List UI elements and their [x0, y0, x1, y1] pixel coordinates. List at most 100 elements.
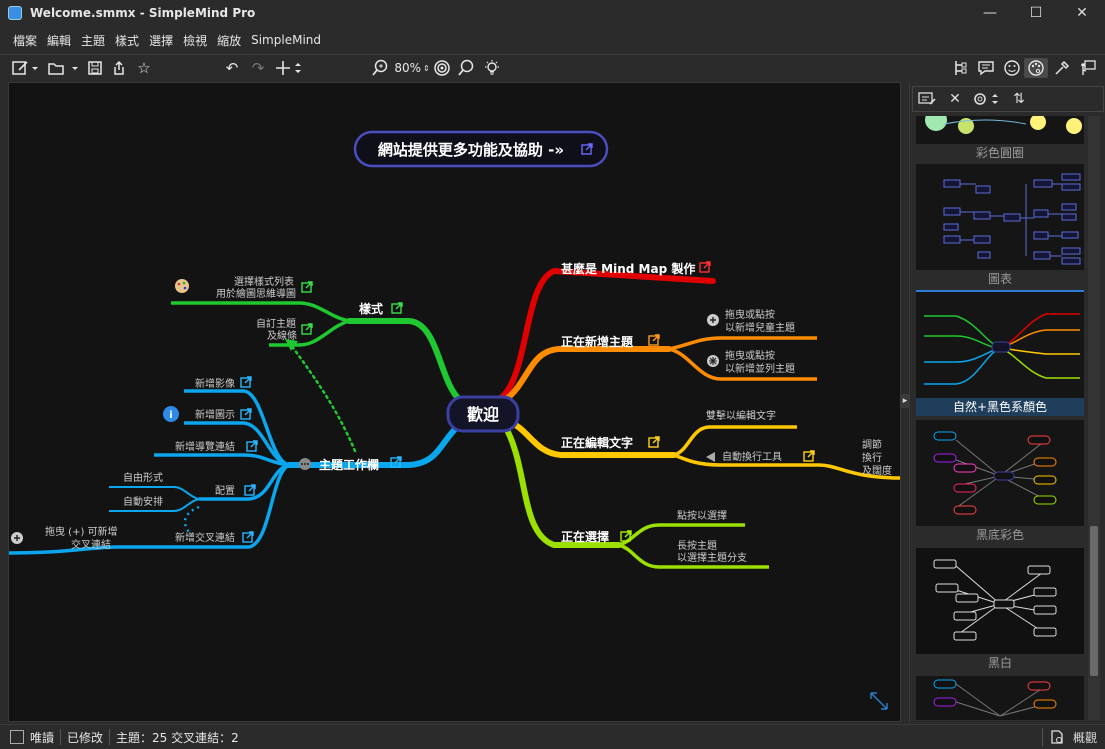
styles-scrollbar-thumb[interactable]: [1090, 526, 1098, 676]
add-crosslink-link-icon[interactable]: [242, 531, 254, 543]
star-icon[interactable]: ☆: [137, 59, 151, 77]
adjust-line2: 換行: [862, 451, 882, 464]
outline-icon[interactable]: [948, 58, 972, 78]
styles-scrollbar[interactable]: [1088, 116, 1100, 720]
note-add-icon[interactable]: 新增圖示: [195, 408, 235, 421]
share-icon[interactable]: [110, 58, 128, 78]
zoom-icon[interactable]: [370, 58, 390, 78]
note-freeform[interactable]: 自由形式: [123, 471, 163, 484]
target-icon[interactable]: [432, 58, 452, 78]
close-button[interactable]: ✕: [1076, 5, 1088, 21]
topic-selecting-link-icon[interactable]: [620, 530, 632, 542]
style-thumbnails: 彩色圓圈: [916, 116, 1084, 720]
drag-plus-line1[interactable]: 拖曳 (+) 可新增: [45, 525, 118, 538]
style-preview-next: [933, 679, 1057, 717]
note-dblclick[interactable]: 雙擊以編輯文字: [706, 409, 776, 422]
banner-text: 網站提供更多功能及協助 -»: [378, 141, 564, 159]
menu-view[interactable]: 檢視: [183, 33, 208, 48]
notes-icon[interactable]: [974, 58, 998, 78]
longpress-line1[interactable]: 長按主題: [677, 539, 717, 552]
style-list-link-icon[interactable]: [301, 281, 313, 293]
branch-add-link: [154, 453, 290, 467]
topic-style[interactable]: 樣式: [359, 301, 383, 316]
collapse-panel-icon[interactable]: ▸: [901, 394, 909, 408]
note-layout[interactable]: 配置: [215, 485, 235, 497]
overview-button[interactable]: 概觀: [1041, 728, 1097, 746]
app-icon: [8, 6, 22, 20]
menu-simplemind[interactable]: SimpleMind: [251, 33, 321, 47]
remove-style-icon[interactable]: ✕: [949, 91, 961, 107]
lightbulb-icon[interactable]: [482, 58, 502, 78]
custom-line2[interactable]: 及線條: [267, 329, 297, 342]
redo-icon[interactable]: ↷: [251, 59, 265, 77]
new-document-icon[interactable]: [10, 58, 40, 78]
add-sibling-note[interactable]: 拖曳或點按 以新增並列主題: [707, 349, 795, 375]
topic-editing-link-icon[interactable]: [648, 436, 660, 448]
zoom-level[interactable]: 80%⇕: [392, 58, 432, 78]
menu-select[interactable]: 選擇: [149, 33, 174, 48]
topic-editing[interactable]: 正在編輯文字: [561, 435, 633, 450]
maximize-button[interactable]: ☐: [1029, 5, 1043, 21]
fit-screen-icon[interactable]: [870, 692, 888, 710]
topic-selecting[interactable]: 正在選擇: [561, 529, 609, 544]
longpress-line2[interactable]: 以選擇主題分支: [677, 551, 747, 564]
mind-map-canvas[interactable]: 網站提供更多功能及協助 -» 甚麼是 Mind Map 製作 正在新增主題 拖曳…: [8, 82, 901, 722]
style-preview-chart: [943, 173, 1081, 265]
crosslink-layout[interactable]: [183, 505, 200, 536]
palette-icon[interactable]: [1024, 58, 1048, 78]
style-settings-icon[interactable]: [969, 87, 1005, 111]
note-tap-select[interactable]: 點按以選擇: [677, 509, 727, 522]
topic-toolbar: 主題工作欄: [319, 457, 379, 472]
style-preview-natural-dark: [924, 313, 1080, 385]
menu-zoom[interactable]: 縮放: [217, 33, 242, 48]
style-list-line2[interactable]: 用於繪圖思維導圖: [216, 287, 296, 300]
sort-icon[interactable]: ⇅: [1013, 91, 1025, 107]
custom-link-icon[interactable]: [301, 323, 313, 335]
menu-file[interactable]: 檔案: [13, 33, 38, 48]
wrap-handle-icon: [706, 452, 715, 462]
branch-dblclick: [673, 425, 797, 457]
note-add-link[interactable]: 新增導覽連結: [175, 440, 235, 453]
add-child-note[interactable]: 拖曳或點按 以新增兒童主題: [707, 308, 795, 334]
branch-autowrap: [673, 453, 900, 480]
presentation-icon[interactable]: [1076, 58, 1100, 78]
note-add-crosslink[interactable]: 新增交叉連結: [175, 531, 235, 544]
topic-what-link-icon[interactable]: [699, 261, 711, 273]
note-add-image[interactable]: 新增影像: [195, 377, 235, 390]
topic-adding-link-icon[interactable]: [648, 334, 660, 346]
topic-style-link-icon[interactable]: [391, 302, 403, 314]
style-list-line1[interactable]: 選擇樣式列表: [234, 275, 294, 288]
topic-toolbar-group[interactable]: 主題工作欄: [299, 457, 379, 472]
emoji-icon[interactable]: [1000, 58, 1024, 78]
readonly-checkbox[interactable]: [10, 730, 24, 744]
autowrap-link-icon[interactable]: [803, 450, 815, 462]
note-auto-arrange[interactable]: 自動安排: [123, 495, 163, 508]
layout-link-icon[interactable]: [244, 484, 256, 496]
search-icon[interactable]: [456, 58, 476, 78]
open-folder-icon[interactable]: [46, 58, 80, 78]
crosslink-style[interactable]: [289, 343, 357, 453]
add-link-link-icon[interactable]: [246, 440, 258, 452]
menu-style[interactable]: 樣式: [115, 33, 140, 48]
menu-topic[interactable]: 主題: [81, 33, 106, 48]
website-link-banner[interactable]: 網站提供更多功能及協助 -»: [353, 130, 609, 168]
branch-custom: [269, 319, 350, 347]
eyedropper-icon[interactable]: [1050, 58, 1074, 78]
style-label: 圖表: [916, 270, 1084, 288]
undo-icon[interactable]: ↶: [225, 59, 239, 77]
note-autowrap[interactable]: 自動換行工具: [722, 450, 782, 463]
add-image-link-icon[interactable]: [240, 376, 252, 388]
custom-line1[interactable]: 自訂主題: [256, 317, 296, 330]
topic-what[interactable]: 甚麼是 Mind Map 製作: [561, 261, 695, 276]
panel-splitter[interactable]: ▸: [901, 82, 909, 722]
drag-plus-line2[interactable]: 交叉連結: [71, 538, 111, 551]
save-icon[interactable]: [86, 58, 104, 78]
center-topic[interactable]: 歡迎: [446, 395, 520, 433]
menu-edit[interactable]: 編輯: [47, 33, 72, 48]
status-separator: [109, 729, 111, 745]
minimize-button[interactable]: —: [983, 5, 997, 21]
topic-adding[interactable]: 正在新增主題: [561, 334, 634, 349]
add-topic-icon[interactable]: [274, 58, 304, 78]
edit-style-icon[interactable]: [913, 87, 941, 111]
add-icon-link-icon[interactable]: [240, 408, 252, 420]
